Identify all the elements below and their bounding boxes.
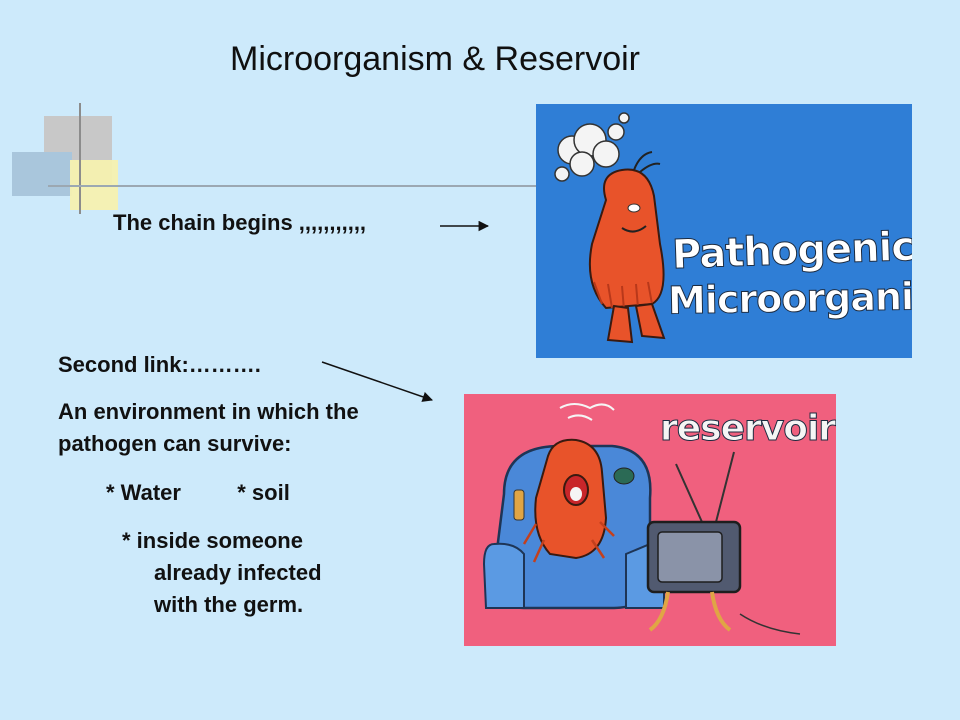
chain-begins-text: The chain begins ,,,,,,,,,,, (113, 210, 367, 235)
bullet-list-water-soil: * Water * soil (106, 477, 290, 509)
second-link-text: Second link:………. (58, 352, 261, 377)
creature-figure (588, 151, 666, 344)
environment-text: An environment in which the pathogen can… (58, 399, 359, 456)
reservoir-cartoon-image: reservoir (464, 394, 836, 646)
decor-vertical-line (79, 103, 81, 214)
pathogenic-label: Pathogenic (671, 223, 912, 279)
decor-horizontal-line (48, 185, 538, 187)
decor-square-blue (12, 152, 72, 196)
pathogen-illustration (554, 112, 666, 344)
arrow-to-reservoir (321, 361, 433, 402)
microorganism-label: Microorganism (667, 273, 912, 323)
bullet-water: * Water (106, 480, 181, 505)
reservoir-illustration (482, 403, 801, 635)
slide-title: Microorganism & Reservoir (230, 40, 640, 78)
reservoir-label: reservoir (659, 408, 836, 450)
bullet-inside-line-2: already infected (154, 560, 322, 585)
bullet-soil: * soil (237, 480, 290, 505)
bullet-inside-line-3: with the germ. (154, 592, 304, 617)
pathogen-cartoon-image: Pathogenic Microorganism (536, 104, 912, 358)
bullet-inside-line-1: * inside someone (122, 528, 303, 553)
